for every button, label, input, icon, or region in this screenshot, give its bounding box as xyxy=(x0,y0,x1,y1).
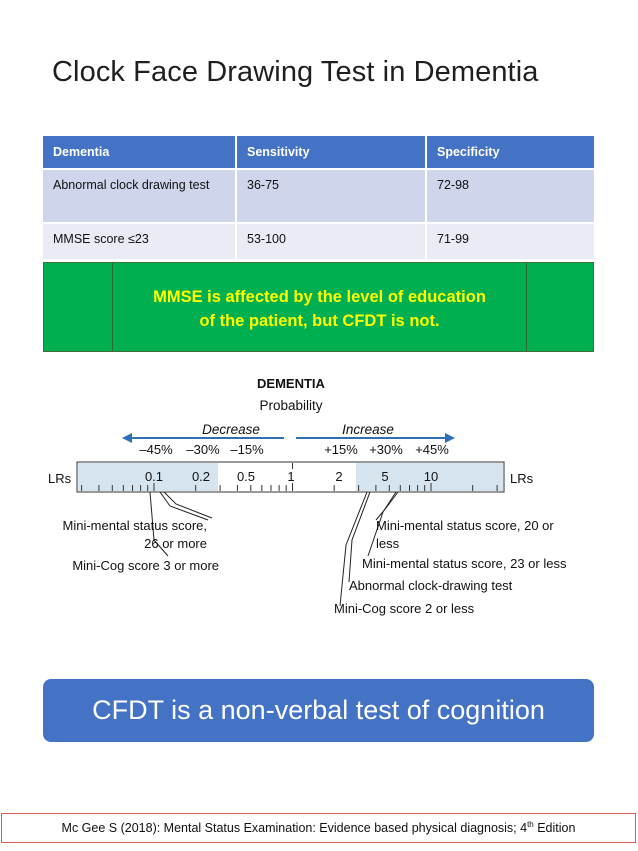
education-note-text: MMSE is affected by the level of educati… xyxy=(113,285,526,333)
table-header-row: Dementia Sensitivity Specificity xyxy=(43,136,594,169)
increase-pct-45: +45% xyxy=(415,442,449,457)
scale-tick-1: 1 xyxy=(287,469,294,484)
sensitivity-table: Dementia Sensitivity Specificity Abnorma… xyxy=(43,136,594,259)
slide-title: Clock Face Drawing Test in Dementia xyxy=(52,56,539,88)
increase-pct-15: +15% xyxy=(324,442,358,457)
decrease-label: Decrease xyxy=(202,422,260,437)
decrease-arrow xyxy=(122,433,284,443)
table-cell-test: Abnormal clock drawing test xyxy=(43,168,237,223)
table-row: MMSE score ≤23 53-100 71-99 xyxy=(43,222,594,259)
table-header-dementia: Dementia xyxy=(43,136,237,169)
decrease-pct-45: –45% xyxy=(139,442,173,457)
increase-pct-30: +30% xyxy=(369,442,403,457)
table-header-sensitivity: Sensitivity xyxy=(236,136,427,169)
citation-superscript: th xyxy=(527,819,534,829)
figure-subheading: Probability xyxy=(259,398,322,413)
increase-label: Increase xyxy=(342,422,394,437)
table-cell-sensitivity: 36-75 xyxy=(236,168,427,223)
decrease-pct-30: –30% xyxy=(186,442,220,457)
finding-mmse-23: Mini-mental status score, 23 or less xyxy=(362,556,567,571)
finding-mmse-20-line1: Mini-mental status score, 20 or xyxy=(376,518,554,533)
note-divider-left xyxy=(112,263,113,351)
lr-label-right: LRs xyxy=(510,471,534,486)
note-line-2: of the patient, but CFDT is not. xyxy=(199,312,440,330)
citation-box: Mc Gee S (2018): Mental Status Examinati… xyxy=(1,813,636,843)
decrease-pct-15: –15% xyxy=(230,442,264,457)
scale-shade-high xyxy=(356,463,503,491)
finding-mmse-26-line2: 26 or more xyxy=(144,536,207,551)
finding-clock-drawing: Abnormal clock-drawing test xyxy=(349,578,513,593)
increase-arrow xyxy=(296,433,455,443)
left-leader-lines xyxy=(149,491,213,557)
right-leader-lines xyxy=(339,491,399,607)
scale-tick-2: 2 xyxy=(335,469,342,484)
note-divider-right xyxy=(526,263,527,351)
education-note-box: MMSE is affected by the level of educati… xyxy=(43,262,594,352)
lr-label-left: LRs xyxy=(48,471,72,486)
table-cell-sensitivity: 53-100 xyxy=(236,222,427,259)
scale-tick-0-5: 0.5 xyxy=(237,469,255,484)
citation-prefix: Mc Gee S (2018): Mental Status Examinati… xyxy=(61,821,528,835)
lr-scale-bar xyxy=(76,461,505,493)
scale-tick-0-2: 0.2 xyxy=(192,469,210,484)
scale-tick-5: 5 xyxy=(381,469,388,484)
table-row: Abnormal clock drawing test 36-75 72-98 xyxy=(43,168,594,223)
note-line-1: MMSE is affected by the level of educati… xyxy=(153,288,486,306)
nonverbal-test-banner: CFDT is a non-verbal test of cognition xyxy=(43,679,594,742)
figure-heading: DEMENTIA xyxy=(257,376,326,391)
citation-suffix: Edition xyxy=(533,821,576,835)
scale-tick-10: 10 xyxy=(424,469,438,484)
finding-mmse-26-line1: Mini-mental status score, xyxy=(63,518,208,533)
finding-minicog-2: Mini-Cog score 2 or less xyxy=(334,601,475,616)
finding-minicog-3: Mini-Cog score 3 or more xyxy=(72,558,219,573)
table-cell-specificity: 71-99 xyxy=(426,222,594,259)
likelihood-ratio-figure: DEMENTIA Probability Decrease Increase –… xyxy=(48,376,567,616)
table-header-specificity: Specificity xyxy=(426,136,594,169)
table-cell-specificity: 72-98 xyxy=(426,168,594,223)
table-cell-test: MMSE score ≤23 xyxy=(43,222,237,259)
finding-mmse-20-line2: less xyxy=(376,536,400,551)
scale-tick-0-1: 0.1 xyxy=(145,469,163,484)
